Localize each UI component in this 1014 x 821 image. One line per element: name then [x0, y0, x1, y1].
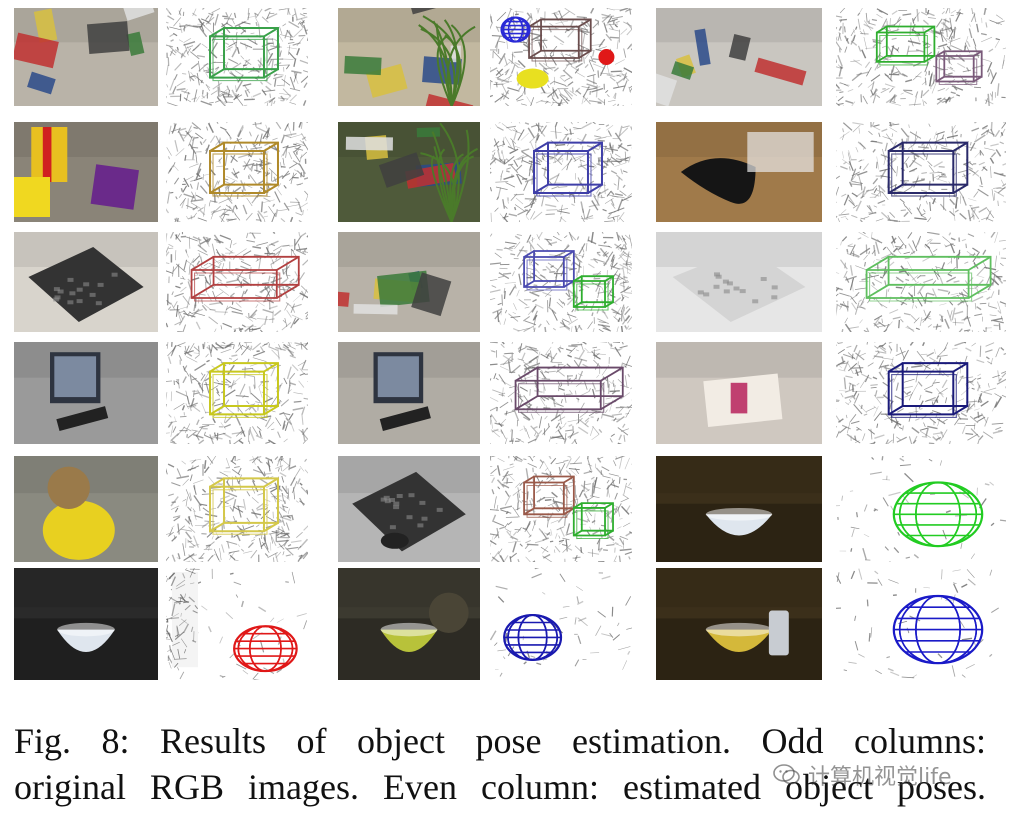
pose-estimate-image-r1-c4 [490, 8, 632, 106]
rgb-image-r3-c1 [14, 232, 158, 332]
rgb-image-r4-c3 [338, 342, 480, 444]
caption-line-1: Fig. 8: Results of object pose estimatio… [14, 721, 986, 761]
pose-estimate-image-r6-c6 [836, 568, 1006, 680]
pose-estimate-image-r1-c6 [836, 8, 1006, 106]
rgb-image-r2-c1 [14, 122, 158, 222]
figure-caption: Fig. 8: Results of object pose estimatio… [14, 718, 986, 810]
watermark: 计算机视觉life [772, 760, 952, 790]
pose-estimate-image-r6-c4 [490, 568, 632, 680]
rgb-image-r5-c5 [656, 456, 822, 562]
rgb-image-r5-c3 [338, 456, 480, 562]
pose-estimate-image-r2-c2 [166, 122, 308, 222]
pose-estimate-image-r3-c6 [836, 232, 1006, 332]
wechat-icon [773, 764, 800, 785]
rgb-image-r6-c5 [656, 568, 822, 680]
rgb-image-r5-c1 [14, 456, 158, 562]
rgb-image-r6-c1 [14, 568, 158, 680]
watermark-text: 计算机视觉life [808, 765, 952, 790]
pose-estimate-image-r2-c6 [836, 122, 1006, 222]
pose-estimate-image-r4-c6 [836, 342, 1006, 444]
pose-estimate-image-r3-c4 [490, 232, 632, 332]
rgb-image-r1-c3 [338, 8, 480, 106]
rgb-image-r6-c3 [338, 568, 480, 680]
rgb-image-r2-c3 [338, 122, 480, 222]
rgb-image-r3-c5 [656, 232, 822, 332]
pose-estimate-image-r4-c2 [166, 342, 308, 444]
pose-estimate-image-r2-c4 [490, 122, 632, 222]
pose-estimate-image-r3-c2 [166, 232, 308, 332]
rgb-image-r1-c1 [14, 8, 158, 106]
pose-estimate-image-r1-c2 [166, 8, 308, 106]
pose-estimate-image-r6-c2 [166, 568, 308, 680]
rgb-image-r4-c5 [656, 342, 822, 444]
pose-estimate-image-r5-c2 [166, 456, 308, 562]
rgb-image-r1-c5 [656, 8, 822, 106]
rgb-image-r3-c3 [338, 232, 480, 332]
rgb-image-r4-c1 [14, 342, 158, 444]
pose-estimate-image-r5-c6 [836, 456, 1006, 562]
pose-estimate-image-r4-c4 [490, 342, 632, 444]
caption-line-2: original RGB images. Even column: estima… [14, 767, 986, 807]
rgb-image-r2-c5 [656, 122, 822, 222]
pose-estimate-image-r5-c4 [490, 456, 632, 562]
results-grid [14, 8, 1006, 680]
